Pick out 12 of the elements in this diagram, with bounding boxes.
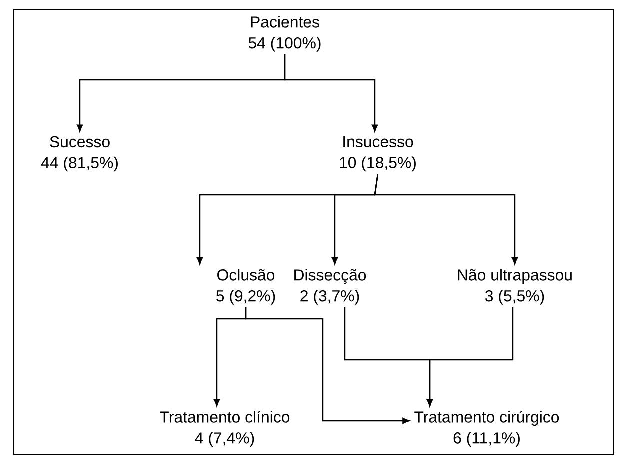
arrow [245,307,410,424]
category-label: Oclusão 5 (9,2%) [216,269,276,305]
category-label: Tratamento cirúrgico 6 (11,1%) [414,411,560,447]
category-label: Tratamento clínico 4 (7,4%) [160,411,290,447]
category-label: Insucesso 10 (18,5%) [340,136,416,172]
category-label: Dissecção 2 (3,7%) [294,269,366,305]
category-label: Pacientes 54 (100%) [248,16,321,52]
arrow [426,307,514,407]
arrow [374,174,518,265]
arrow [284,54,378,132]
category-label: Não ultrapassou 3 (5,5%) [458,269,572,305]
category-label: Sucesso 44 (81,5%) [41,136,118,172]
